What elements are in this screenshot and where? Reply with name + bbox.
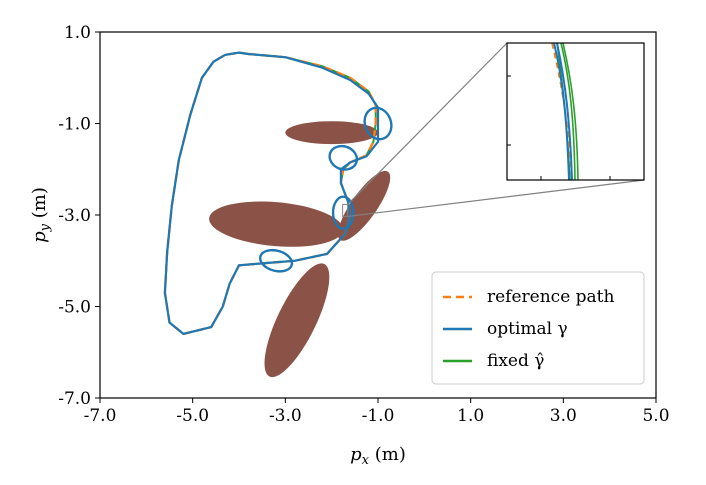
- legend: reference path optimal γ fixed γ̂: [431, 271, 645, 385]
- plot-area: [163, 51, 393, 378]
- x-tick-label: -5.0: [176, 406, 209, 426]
- y-tick-label: -1.0: [58, 115, 91, 135]
- inset-connector-line: [347, 179, 645, 218]
- x-tick-label: -3.0: [269, 406, 302, 426]
- y-tick-label: -3.0: [58, 206, 91, 226]
- x-tick-label: 3.0: [550, 406, 577, 426]
- x-axis-label: px (m): [350, 444, 406, 468]
- x-axis-ticks: -7.0 -5.0 -3.0 -1.0 1.0 3.0 5.0: [84, 398, 670, 426]
- obstacles: [209, 121, 391, 378]
- y-tick-label: -7.0: [58, 389, 91, 409]
- legend-label-fixed: fixed γ̂: [487, 351, 544, 371]
- obstacle-ellipse: [264, 263, 330, 378]
- y-axis-ticks: 1.0 -1.0 -3.0 -5.0 -7.0: [58, 23, 100, 409]
- x-tick-label: -7.0: [84, 406, 117, 426]
- inset-optimal-line-b: [556, 43, 573, 180]
- x-tick-label: 1.0: [457, 406, 484, 426]
- zoom-region-marker: [342, 203, 349, 217]
- trajectory-loop: [363, 106, 393, 141]
- y-tick-label: 1.0: [64, 23, 91, 43]
- inset-fixed-line-b: [560, 43, 576, 180]
- inset-optimal-line-a: [553, 43, 570, 180]
- inset-frame: [506, 42, 645, 181]
- trajectory-loop: [331, 195, 355, 230]
- series-line-optimal: [163, 51, 380, 335]
- obstacle-ellipse: [285, 121, 378, 145]
- inset-fixed-line-c: [562, 43, 579, 180]
- inset-connector-line: [347, 42, 508, 205]
- trajectory-loop: [328, 144, 359, 171]
- trajectory-loop: [258, 248, 294, 273]
- obstacle-ellipse: [209, 201, 344, 247]
- y-axis-label: py (m): [29, 187, 53, 243]
- zoom-inset: [506, 42, 645, 181]
- series: [163, 51, 393, 336]
- x-tick-label: 5.0: [642, 406, 669, 426]
- legend-label-optimal: optimal γ: [487, 319, 568, 339]
- inset-connectors: [342, 42, 645, 218]
- y-tick-label: -5.0: [58, 298, 91, 318]
- legend-box: [431, 271, 645, 385]
- legend-label-reference: reference path: [487, 287, 615, 307]
- x-tick-label: -1.0: [362, 406, 395, 426]
